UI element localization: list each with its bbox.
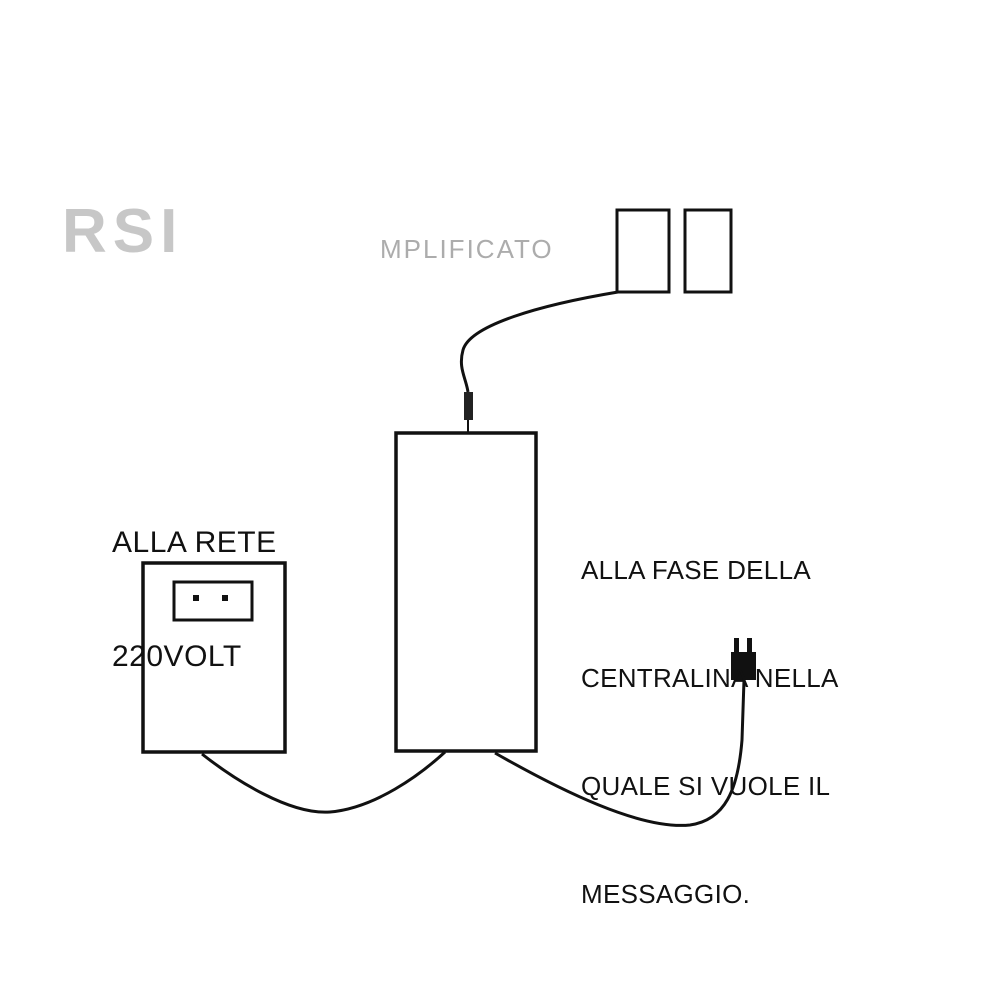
phase-label-line: QUALE SI VUOLE IL [581, 771, 831, 801]
mains-label-line: 220VOLT [112, 640, 242, 673]
phase-label-line: ALLA FASE DELLA [581, 555, 811, 585]
plug-prong-left [734, 638, 739, 652]
phase-label-line: MESSAGGIO. [581, 879, 751, 909]
plug-prong-right [747, 638, 752, 652]
speaker-cable [459, 290, 619, 393]
faded-title: RSI [62, 197, 184, 266]
message-module-box [394, 431, 538, 753]
phase-plug-body [731, 652, 756, 680]
power-socket [172, 580, 254, 622]
module-connector [464, 392, 473, 420]
mains-label-line: ALLA RETE [112, 526, 277, 559]
power-cable [201, 750, 447, 814]
phase-label: ALLA FASE DELLA CENTRALINA NELLA QUALE S… [581, 480, 839, 948]
socket-hole-right [222, 595, 228, 601]
speaker-right [683, 208, 733, 294]
phase-cable [494, 679, 746, 827]
faded-subtitle: MPLIFICATO [380, 234, 554, 264]
socket-hole-left [193, 595, 199, 601]
speaker-left [615, 208, 671, 294]
mains-label: ALLA RETE 220VOLT [112, 448, 277, 714]
phase-label-line: CENTRALINA NELLA [581, 663, 839, 693]
